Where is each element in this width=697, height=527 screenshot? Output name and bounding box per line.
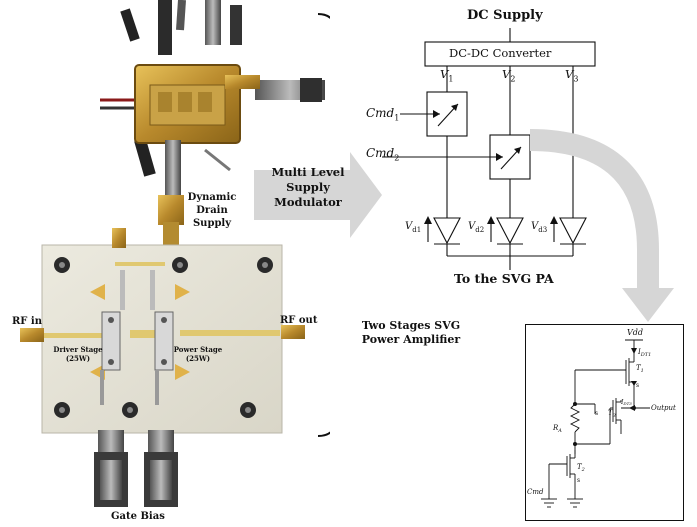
power-stage-label: Power Stage (25W) <box>173 345 223 363</box>
v3-label: V3 <box>565 67 579 84</box>
gate-bias-connectors <box>94 430 178 507</box>
modulator-arrow <box>254 152 382 238</box>
s1-label: s <box>636 382 639 389</box>
s3-label: s <box>577 477 580 484</box>
cmd2-label: Cmd2 <box>366 146 400 163</box>
ra-label: RA <box>552 424 562 434</box>
gate-bias-label: Gate Bias <box>111 511 165 522</box>
vd1-label: Vd1 <box>405 221 422 234</box>
modulator-block <box>134 64 260 144</box>
t2-label: T2 <box>577 463 585 473</box>
rf-out-label: RF out <box>280 315 318 326</box>
two-stages-svg-pa-label: Two Stages SVG Power Amplifier <box>361 319 461 346</box>
rf-in-label: RF in <box>12 316 42 327</box>
hardware-photo <box>20 0 330 507</box>
cmd1-label: Cmd1 <box>366 106 400 123</box>
dynamic-drain-supply-label: Dynamic Drain Supply <box>187 192 237 229</box>
v1-label: V1 <box>440 67 454 84</box>
output-label: Output <box>651 404 676 412</box>
vdd-label: Vdd <box>627 328 643 337</box>
vd3-label: Vd3 <box>531 221 548 234</box>
switch-detail-circuit: Vdd IDT1 T1 s IDT3 s T3 Output RA T2 s C… <box>525 324 684 521</box>
v2-label: V2 <box>502 67 516 84</box>
t3-label: T3 <box>608 409 616 419</box>
cmd-label: Cmd <box>527 488 544 496</box>
supply-cables <box>100 0 325 177</box>
idt3-label: IDT3 <box>620 399 632 406</box>
dc-supply-label: DC Supply <box>467 8 543 23</box>
converter-label: DC-DC Converter <box>449 46 552 60</box>
s2-label: s <box>595 410 598 417</box>
t1-label: T1 <box>636 364 644 374</box>
vd2-label: Vd2 <box>468 221 485 234</box>
to-svg-pa-label: To the SVG PA <box>454 271 554 286</box>
idt1-label: IDT1 <box>637 348 651 358</box>
driver-stage-label: Driver Stage (25W) <box>53 345 103 363</box>
multi-level-supply-modulator-label: Multi Level Supply Modulator <box>271 165 345 209</box>
